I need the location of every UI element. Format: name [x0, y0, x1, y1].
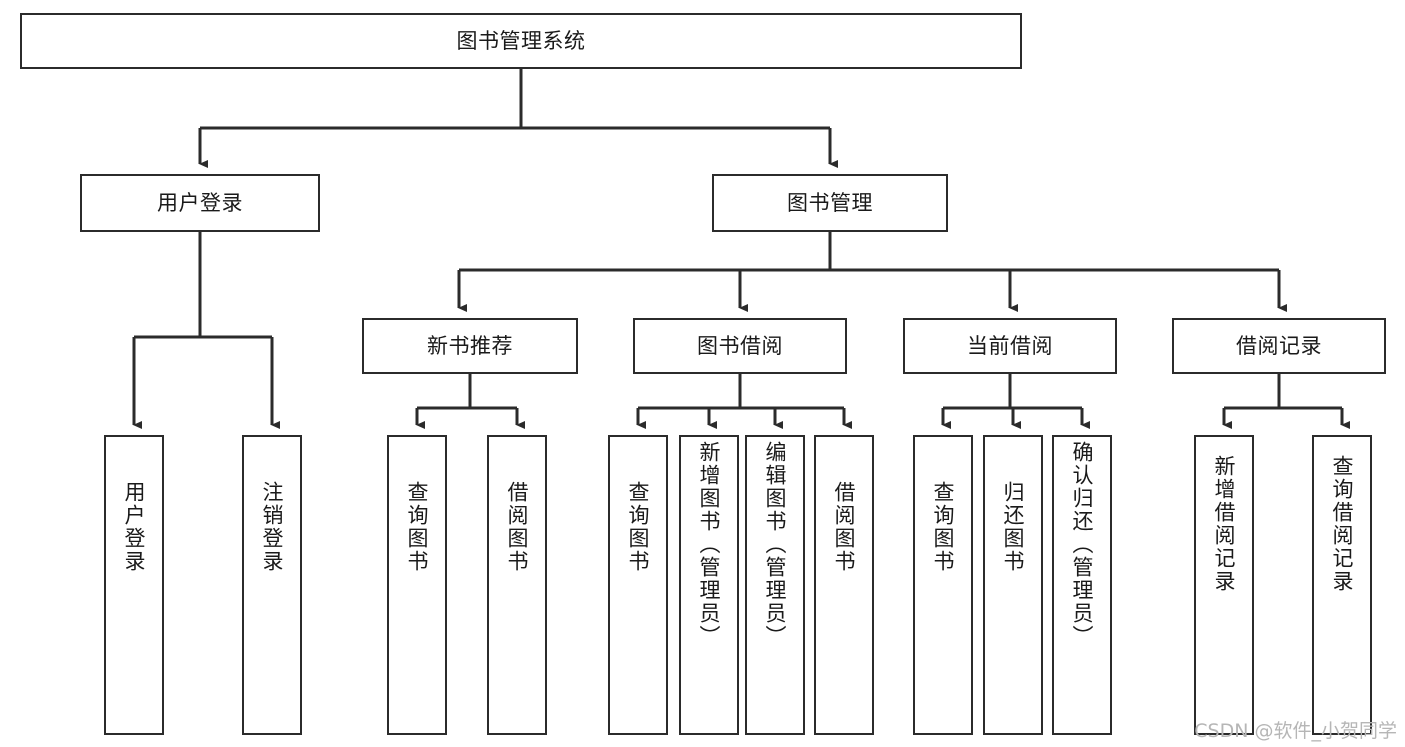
node-leaf-borrow-book-1-label: 借阅图书 — [505, 481, 530, 573]
node-leaf-borrow-book-2-label: 借阅图书 — [832, 481, 857, 573]
node-leaf-query-book-2[interactable]: 查询图书 — [608, 435, 668, 735]
node-leaf-add-record[interactable]: 新增借阅记录 — [1194, 435, 1254, 735]
node-leaf-query-book-2-label: 查询图书 — [626, 481, 651, 573]
node-leaf-query-book-1[interactable]: 查询图书 — [387, 435, 447, 735]
node-leaf-add-book-label: 新增图书（管理员） — [697, 441, 722, 648]
node-leaf-edit-book-label: 编辑图书（管理员） — [763, 441, 788, 648]
node-leaf-user-logout[interactable]: 注销登录 — [242, 435, 302, 735]
node-borrow-record[interactable]: 借阅记录 — [1172, 318, 1386, 374]
node-user-login-label: 用户登录 — [157, 190, 243, 215]
node-book-manage[interactable]: 图书管理 — [712, 174, 948, 232]
node-leaf-add-book[interactable]: 新增图书（管理员） — [679, 435, 739, 735]
node-book-borrow-label: 图书借阅 — [697, 333, 783, 358]
node-book-manage-label: 图书管理 — [787, 190, 873, 215]
node-leaf-borrow-book-2[interactable]: 借阅图书 — [814, 435, 874, 735]
node-leaf-add-record-label: 新增借阅记录 — [1212, 455, 1237, 593]
node-leaf-user-login[interactable]: 用户登录 — [104, 435, 164, 735]
node-leaf-query-book-3[interactable]: 查询图书 — [913, 435, 973, 735]
node-leaf-edit-book[interactable]: 编辑图书（管理员） — [745, 435, 805, 735]
node-leaf-query-book-3-label: 查询图书 — [931, 481, 956, 573]
node-leaf-user-logout-label: 注销登录 — [260, 481, 285, 573]
node-leaf-query-book-1-label: 查询图书 — [405, 481, 430, 573]
node-root[interactable]: 图书管理系统 — [20, 13, 1022, 69]
node-leaf-query-record-label: 查询借阅记录 — [1330, 455, 1355, 593]
node-borrow-record-label: 借阅记录 — [1236, 333, 1322, 358]
node-new-book-rec-label: 新书推荐 — [427, 333, 513, 358]
node-new-book-rec[interactable]: 新书推荐 — [362, 318, 578, 374]
node-current-borrow[interactable]: 当前借阅 — [903, 318, 1117, 374]
node-user-login[interactable]: 用户登录 — [80, 174, 320, 232]
node-leaf-confirm-return[interactable]: 确认归还（管理员） — [1052, 435, 1112, 735]
node-leaf-user-login-label: 用户登录 — [122, 481, 147, 573]
node-leaf-confirm-return-label: 确认归还（管理员） — [1070, 441, 1095, 648]
node-book-borrow[interactable]: 图书借阅 — [633, 318, 847, 374]
node-leaf-query-record[interactable]: 查询借阅记录 — [1312, 435, 1372, 735]
node-leaf-borrow-book-1[interactable]: 借阅图书 — [487, 435, 547, 735]
node-root-label: 图书管理系统 — [456, 28, 586, 53]
node-leaf-return-book-label: 归还图书 — [1001, 481, 1026, 573]
node-current-borrow-label: 当前借阅 — [967, 333, 1053, 358]
node-leaf-return-book[interactable]: 归还图书 — [983, 435, 1043, 735]
